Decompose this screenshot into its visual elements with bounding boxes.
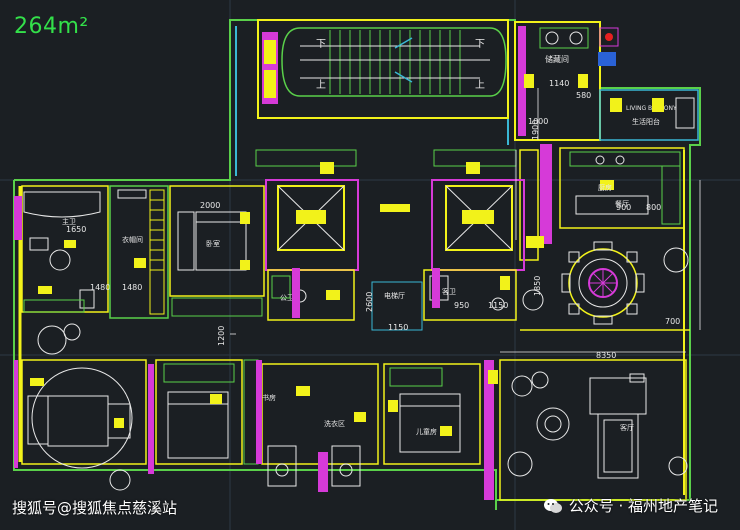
children-room-label: 儿童房 xyxy=(416,427,437,436)
dining-label: 餐厅 xyxy=(615,199,629,208)
watermark-right-text: 公众号 · 福州地产笔记 xyxy=(568,497,718,515)
master-bath-label: 主卫 xyxy=(62,217,76,226)
elevator-hall-label: 电梯厅 xyxy=(384,291,405,300)
dim-1150b: 1150 xyxy=(488,301,508,310)
dim-1650: 1650 xyxy=(66,225,86,234)
stair-up-label-2: 上 xyxy=(475,79,485,91)
stairwell: 下 下 上 上 xyxy=(257,19,509,119)
dim-1480: 1480 xyxy=(90,283,110,292)
study-label: 书房 xyxy=(262,393,276,402)
wechat-icon xyxy=(543,498,562,513)
storage-label: 储藏间 xyxy=(545,54,569,64)
kitchen: 厨房 900 800 xyxy=(519,144,685,261)
dim-580: 580 xyxy=(576,91,591,100)
dim-1150: 1150 xyxy=(388,323,408,332)
dining-area: 1850 700 餐厅 xyxy=(520,199,690,331)
guest-bath-label: 客卫 xyxy=(442,287,456,296)
life-balcony-label: 生活阳台 xyxy=(632,117,660,126)
watermark-right: 公众号 · 福州地产笔记 xyxy=(543,495,718,516)
dimension-lines xyxy=(230,88,701,335)
dim-800: 800 xyxy=(646,203,661,212)
dim-1900: 1900 xyxy=(531,120,540,140)
master-suite-top: 主卫 1650 1480 衣帽间 1480 2000 卧室 xyxy=(14,185,265,319)
dim-8350: 8350 xyxy=(596,351,616,360)
dim-1850: 1850 xyxy=(533,276,542,296)
stair-down-label: 下 xyxy=(316,39,326,50)
living-label: 客厅 xyxy=(620,423,634,432)
dim-1200: 1200 xyxy=(217,326,226,346)
stair-down-label-2: 下 xyxy=(475,39,485,50)
kitchen-label: 厨房 xyxy=(598,183,612,192)
living-balcony-label: LIVING BALCONY xyxy=(626,105,677,112)
storage-room: 储藏间 1140 580 1000 xyxy=(514,21,601,141)
dim-2600: 2600 xyxy=(365,292,374,312)
public-bath-label: 公卫 xyxy=(280,294,294,302)
dim-950: 950 xyxy=(454,301,469,310)
living-balcony: LIVING BALCONY 生活阳台 xyxy=(598,27,699,141)
floor-area-label: 264m² xyxy=(14,14,89,39)
center-rooms: 1150 950 1150 客卫 公卫 2600 1200 1900 xyxy=(217,120,540,346)
dim-1480b: 1480 xyxy=(122,283,142,292)
dim-2000: 2000 xyxy=(200,201,220,210)
dim-700: 700 xyxy=(665,317,680,326)
dim-1140: 1140 xyxy=(549,79,569,88)
bottom-bedrooms: 洗衣区 书房 儿童房 xyxy=(21,323,481,492)
dim-900: 900 xyxy=(616,203,631,212)
bedroom-label: 卧室 xyxy=(206,239,220,248)
watermark-left: 搜狐号@搜狐焦点慈溪站 xyxy=(12,499,178,517)
stair-up-label: 上 xyxy=(316,79,326,91)
laundry-label: 洗衣区 xyxy=(324,419,345,428)
cloakroom-label: 衣帽间 xyxy=(122,235,143,244)
living-room: 8350 客厅 xyxy=(484,351,688,501)
